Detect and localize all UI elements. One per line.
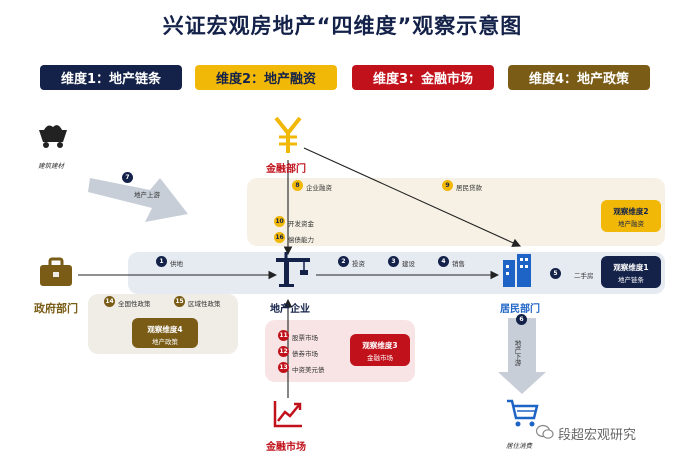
consumption-label: 居住消费	[506, 442, 532, 450]
residents-label: 居民部门	[500, 304, 540, 315]
step-5-marker: 5	[550, 268, 561, 279]
dimension-2-label: 维度2：地产融资	[195, 65, 337, 90]
land-supply-label: 供地	[170, 260, 183, 268]
enterprise-financing-label: 企业融资	[306, 184, 332, 192]
building-icon	[500, 252, 534, 288]
step-11-marker: 11	[278, 330, 289, 341]
step-4-marker: 4	[438, 256, 449, 267]
page-title: 兴证宏观房地产“四维度”观察示意图	[162, 14, 523, 38]
mine-cart-icon	[36, 120, 70, 150]
dimension-4-label: 维度4：地产政策	[508, 65, 650, 90]
shopping-cart-icon	[505, 398, 539, 428]
national-policy-label: 全国性政策	[118, 300, 151, 308]
resident-loans-label: 居民贷款	[456, 184, 482, 192]
government-label: 政府部门	[34, 302, 78, 315]
financial-market-label: 金融市场	[266, 442, 306, 453]
step-6-marker: 6	[516, 314, 527, 325]
investment-label: 投资	[352, 260, 365, 268]
step-2-marker: 2	[338, 256, 349, 267]
sales-label: 销售	[452, 260, 465, 268]
step-12-marker: 12	[278, 346, 289, 357]
chart-up-icon	[272, 398, 304, 428]
step-7-marker: 7	[122, 172, 133, 183]
financing-panel	[247, 178, 665, 246]
downstream-big-arrow	[498, 318, 546, 394]
solvency-label: 偿债能力	[288, 236, 314, 244]
step-14-marker: 14	[104, 296, 115, 307]
stock-market-label: 股票市场	[292, 334, 318, 342]
step-1-marker: 1	[156, 256, 167, 267]
step-13-marker: 13	[278, 362, 289, 373]
bond-market-label: 债券市场	[292, 350, 318, 358]
upstream-label: 地产上游	[134, 191, 160, 199]
dimension-3-label: 维度3：金融市场	[352, 65, 494, 90]
construction-label: 建设	[402, 260, 415, 268]
building-materials-label: 建筑建材	[38, 162, 64, 170]
downstream-label: 地产下游	[513, 340, 521, 366]
wechat-icon	[535, 424, 554, 440]
briefcase-icon	[38, 256, 74, 288]
development-funds-label: 开发资金	[288, 220, 314, 228]
step-15-marker: 15	[174, 296, 185, 307]
dimension-1-label: 维度1：地产链条	[40, 65, 182, 90]
watermark: 段超宏观研究	[558, 428, 637, 443]
usd-bond-label: 中资美元债	[292, 366, 325, 374]
crane-icon	[274, 252, 312, 288]
step-9-marker: 9	[442, 180, 453, 191]
real-estate-co-label: 地产企业	[270, 304, 310, 315]
step-16-marker: 16	[274, 232, 285, 243]
secondhand-label: 二手房	[574, 272, 594, 280]
yen-icon	[272, 115, 304, 155]
regional-policy-label: 区域性政策	[188, 300, 221, 308]
step-10-marker: 10	[274, 216, 285, 227]
financial-dept-label: 金融部门	[266, 164, 306, 175]
upstream-big-arrow	[88, 178, 188, 222]
step-8-marker: 8	[292, 180, 303, 191]
step-3-marker: 3	[388, 256, 399, 267]
